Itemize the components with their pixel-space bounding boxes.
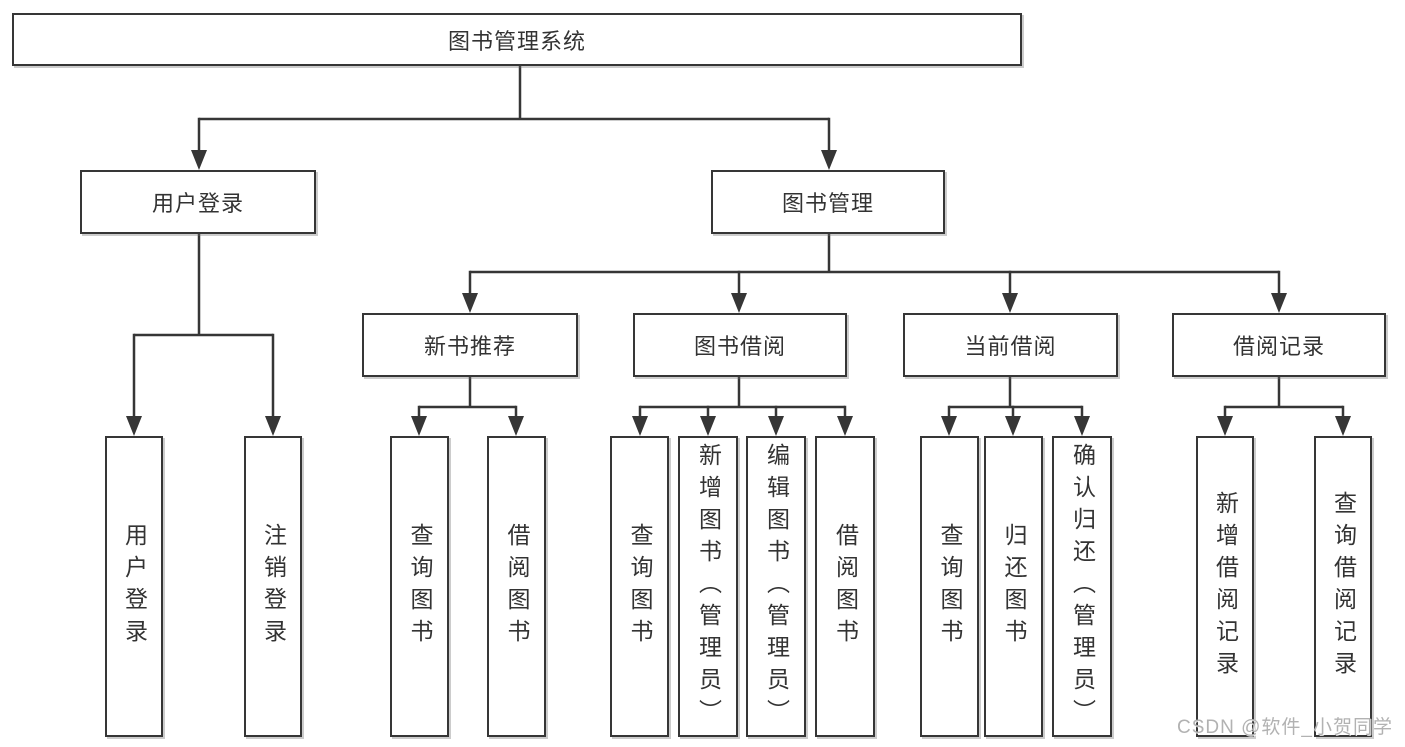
leaf-return-book-label: 归还图书 <box>1001 522 1027 651</box>
leaf-add-book-admin-label: 新增图书（管理员） <box>695 442 722 731</box>
leaf-query-book-label: 查询图书 <box>627 522 653 651</box>
node-borrowing-records: 借阅记录 <box>1172 313 1386 377</box>
leaf-add-book-admin: 新增图书（管理员） <box>678 436 738 737</box>
leaf-borrow-book-label: 借阅图书 <box>504 522 530 651</box>
connector-lines <box>132 65 1345 418</box>
leaf-borrow-book: 借阅图书 <box>487 436 546 737</box>
leaf-query-book-label: 查询图书 <box>937 522 963 651</box>
node-book-management-label: 图书管理 <box>781 191 874 216</box>
leaf-query-book: 查询图书 <box>920 436 979 737</box>
arrowheads <box>126 150 1351 436</box>
node-current-borrowing-label: 当前借阅 <box>964 334 1057 359</box>
leaf-confirm-return-admin: 确认归还（管理员） <box>1052 436 1112 737</box>
leaf-borrow-book: 借阅图书 <box>815 436 875 737</box>
leaf-logout-label: 注销登录 <box>260 522 287 651</box>
leaf-query-book-label: 查询图书 <box>407 522 433 651</box>
leaf-edit-book-admin: 编辑图书（管理员） <box>746 436 806 737</box>
node-user-login: 用户登录 <box>80 170 316 234</box>
node-root-label: 图书管理系统 <box>447 28 586 54</box>
node-book-management: 图书管理 <box>711 170 945 234</box>
leaf-query-book: 查询图书 <box>390 436 449 737</box>
node-book-borrowing: 图书借阅 <box>633 313 847 377</box>
node-borrowing-records-label: 借阅记录 <box>1232 334 1325 359</box>
leaf-user-login: 用户登录 <box>105 436 163 737</box>
leaf-borrow-book-label: 借阅图书 <box>832 522 859 651</box>
node-root: 图书管理系统 <box>12 13 1022 66</box>
leaf-add-borrow-record: 新增借阅记录 <box>1196 436 1254 737</box>
leaf-user-login-label: 用户登录 <box>121 522 148 651</box>
leaf-add-borrow-record-label: 新增借阅记录 <box>1212 490 1239 683</box>
watermark: CSDN @软件_小贺同学 <box>1177 717 1393 738</box>
leaf-query-book: 查询图书 <box>610 436 669 737</box>
node-current-borrowing: 当前借阅 <box>903 313 1118 377</box>
leaf-confirm-return-admin-label: 确认归还（管理员） <box>1069 442 1096 731</box>
leaf-return-book: 归还图书 <box>984 436 1043 737</box>
leaf-logout: 注销登录 <box>244 436 302 737</box>
leaf-query-borrow-record: 查询借阅记录 <box>1314 436 1372 737</box>
node-new-book-recommend: 新书推荐 <box>362 313 578 377</box>
leaf-query-borrow-record-label: 查询借阅记录 <box>1330 490 1357 683</box>
node-new-book-recommend-label: 新书推荐 <box>423 334 516 359</box>
leaf-edit-book-admin-label: 编辑图书（管理员） <box>763 442 790 731</box>
node-user-login-label: 用户登录 <box>151 191 244 216</box>
node-book-borrowing-label: 图书借阅 <box>693 334 786 359</box>
